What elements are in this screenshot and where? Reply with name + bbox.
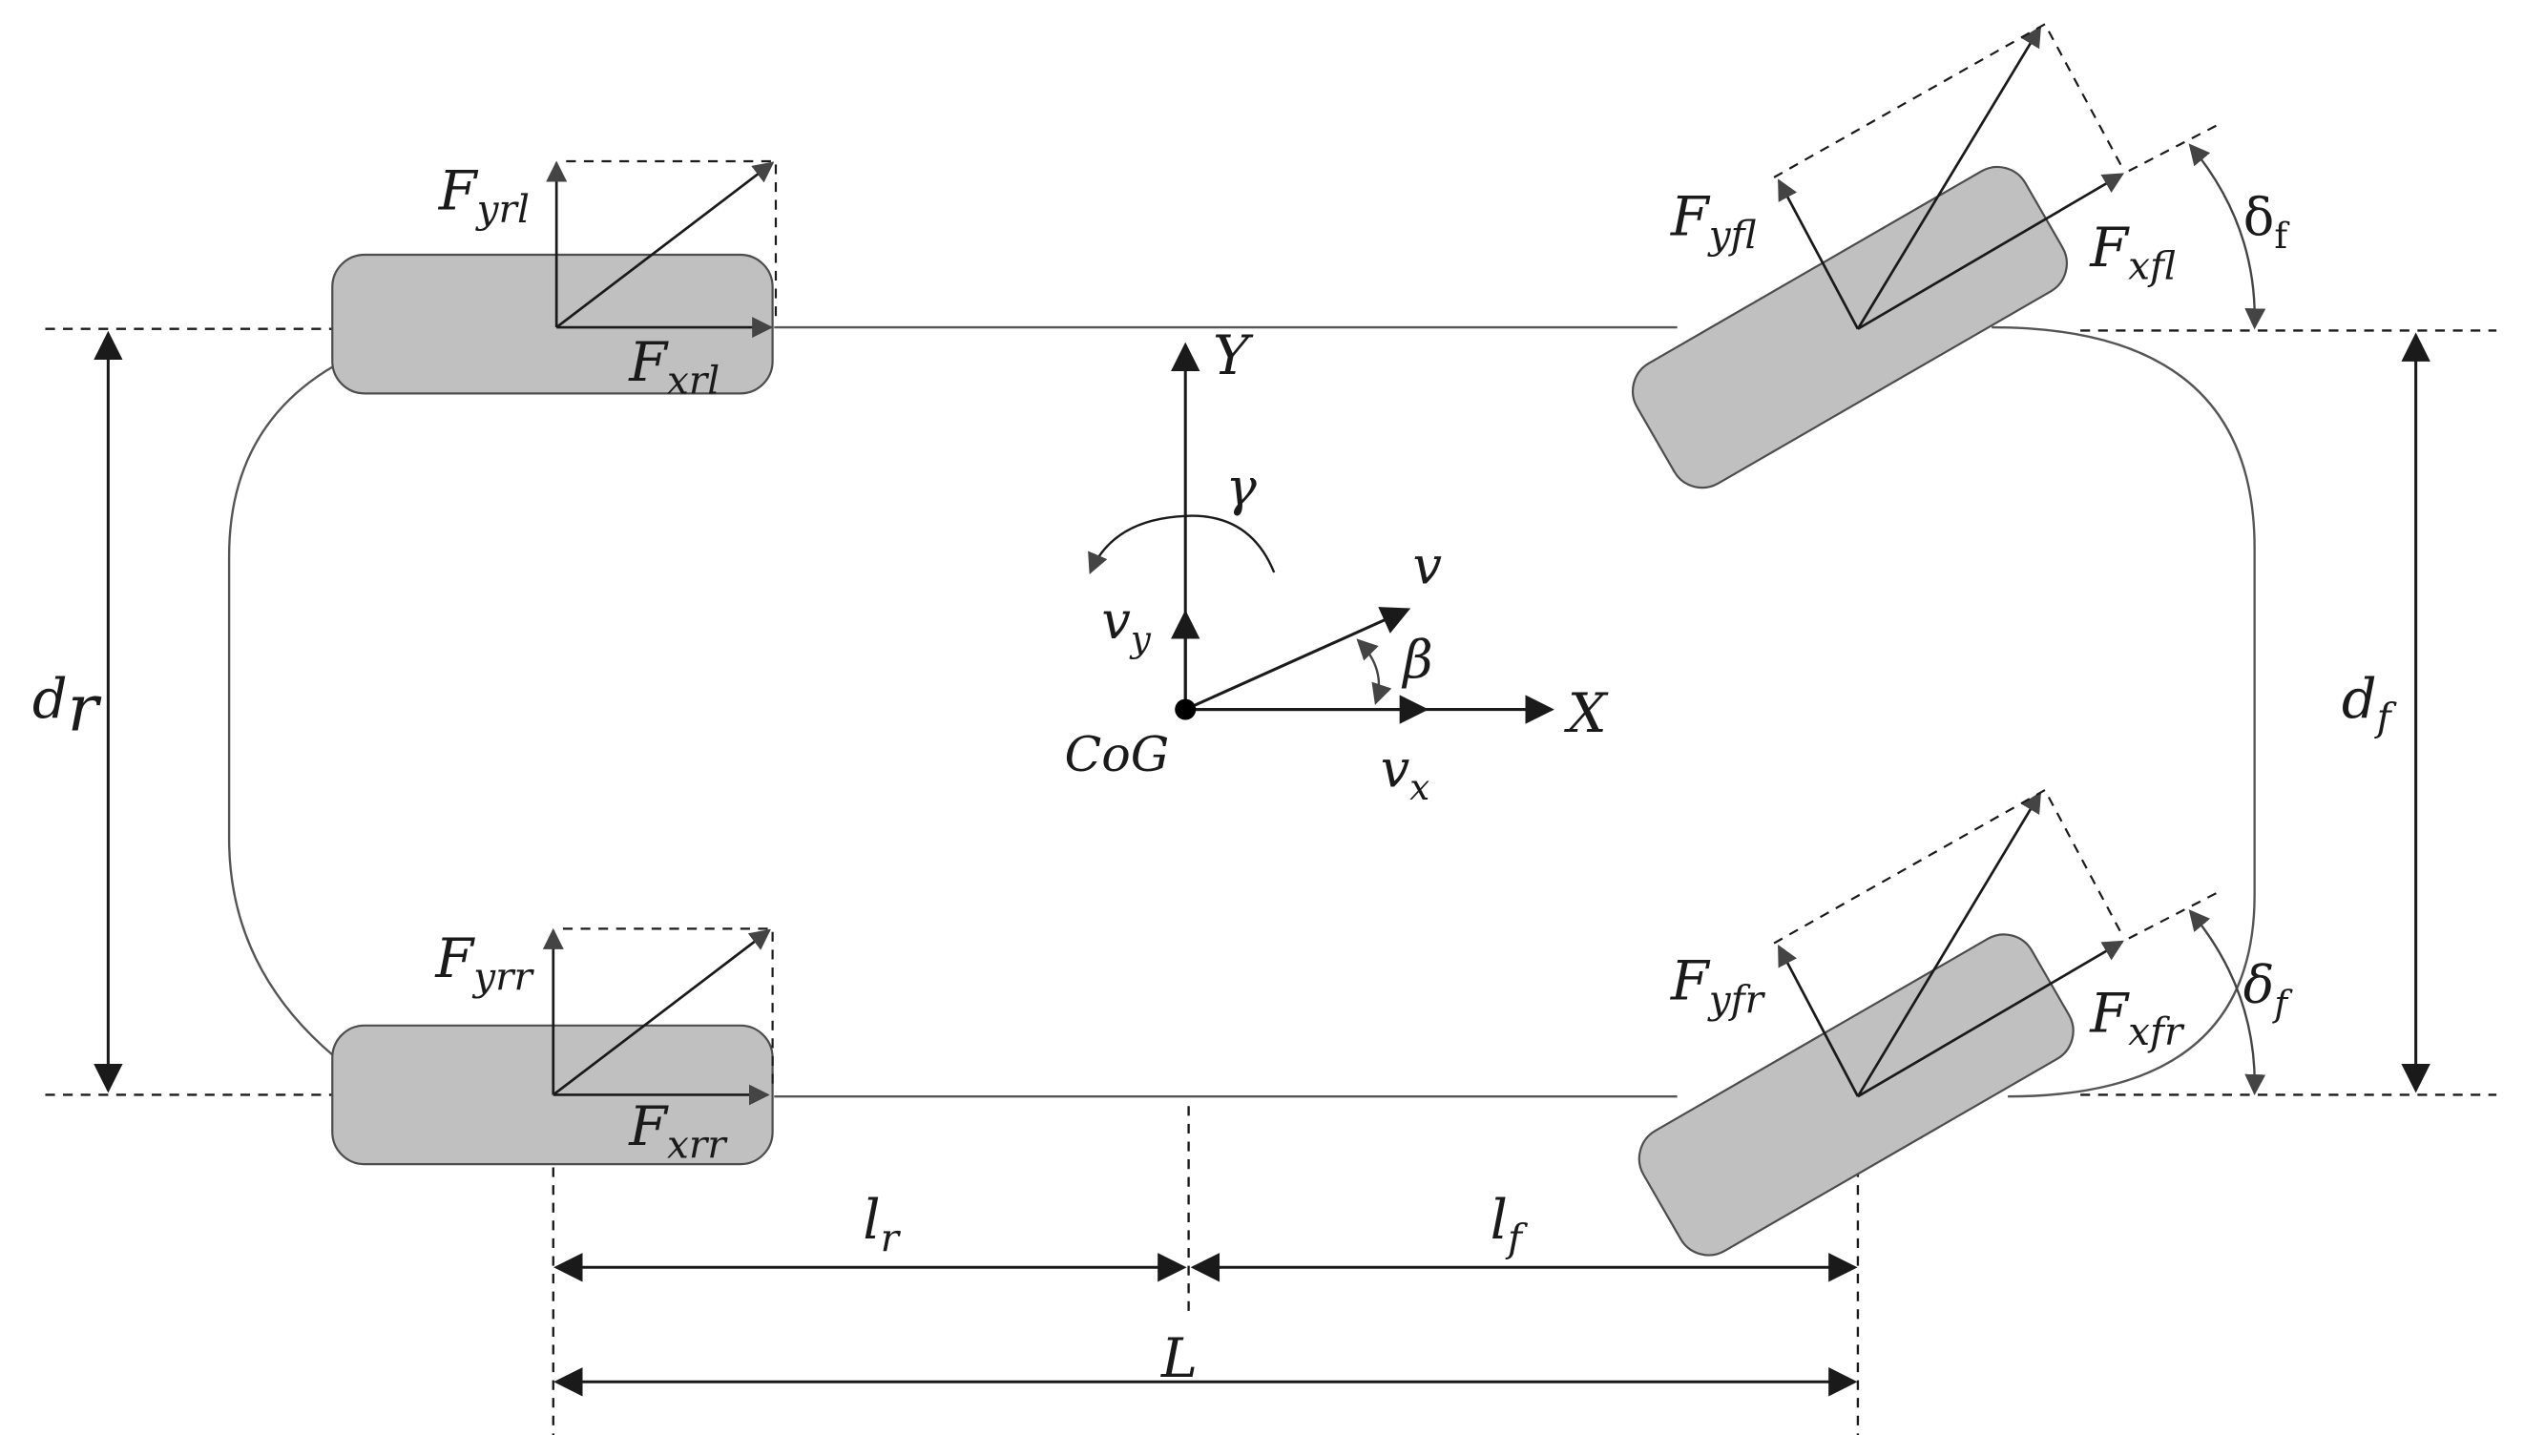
forces-rear-left [546,159,778,339]
label-l-f: lf [1491,1188,1528,1261]
cog-point [1175,698,1197,720]
label-steer-angle-top: δf [2243,188,2290,258]
label-axis-Y: Y [1213,323,1254,387]
yaw-rate-arc [1088,514,1276,574]
label-cog: CoG [1064,726,1169,782]
vehicle-body-outline [227,325,2256,1098]
wheel-front-left [1631,165,2068,489]
forces-front-left [1773,22,2223,330]
label-velocity-vx: vx [1381,739,1430,809]
label-force-xrl: Fxrl [628,330,720,404]
label-force-xfr: Fxfr [2089,982,2185,1055]
label-velocity-vy: vy [1101,591,1152,660]
cog-frame [1171,342,1554,724]
label-force-yfl: Fyfl [1670,185,1757,259]
label-slip-angle: β [1401,630,1432,690]
label-l-r: lr [863,1188,901,1261]
label-force-xrr: Fxrr [628,1094,728,1168]
steer-angle-arc-bottom [2188,909,2266,1095]
label-steer-angle-bottom: δf [2243,955,2294,1025]
label-velocity-v: v [1413,536,1443,596]
label-L: L [1160,1326,1198,1390]
label-d-f: df [2342,667,2397,740]
label-force-yfr: Fyfr [1670,949,1766,1023]
label-force-yrl: Fyrl [438,159,530,233]
label-d-r: dr [32,667,102,746]
label-force-xfl: Fxfl [2089,216,2176,289]
velocity-v-arrow [1184,607,1411,711]
label-force-yrr: Fyrr [434,926,534,1000]
reference-lines [45,327,2497,1436]
forces-front-right [1773,788,2223,1098]
label-yaw-rate: γ [1225,457,1257,517]
steer-angle-arc-top [2188,143,2266,330]
label-axis-X: X [1564,681,1609,745]
slip-angle-arc [1356,638,1392,705]
dimension-arrows [94,330,2430,1397]
forces-rear-right [542,927,774,1106]
